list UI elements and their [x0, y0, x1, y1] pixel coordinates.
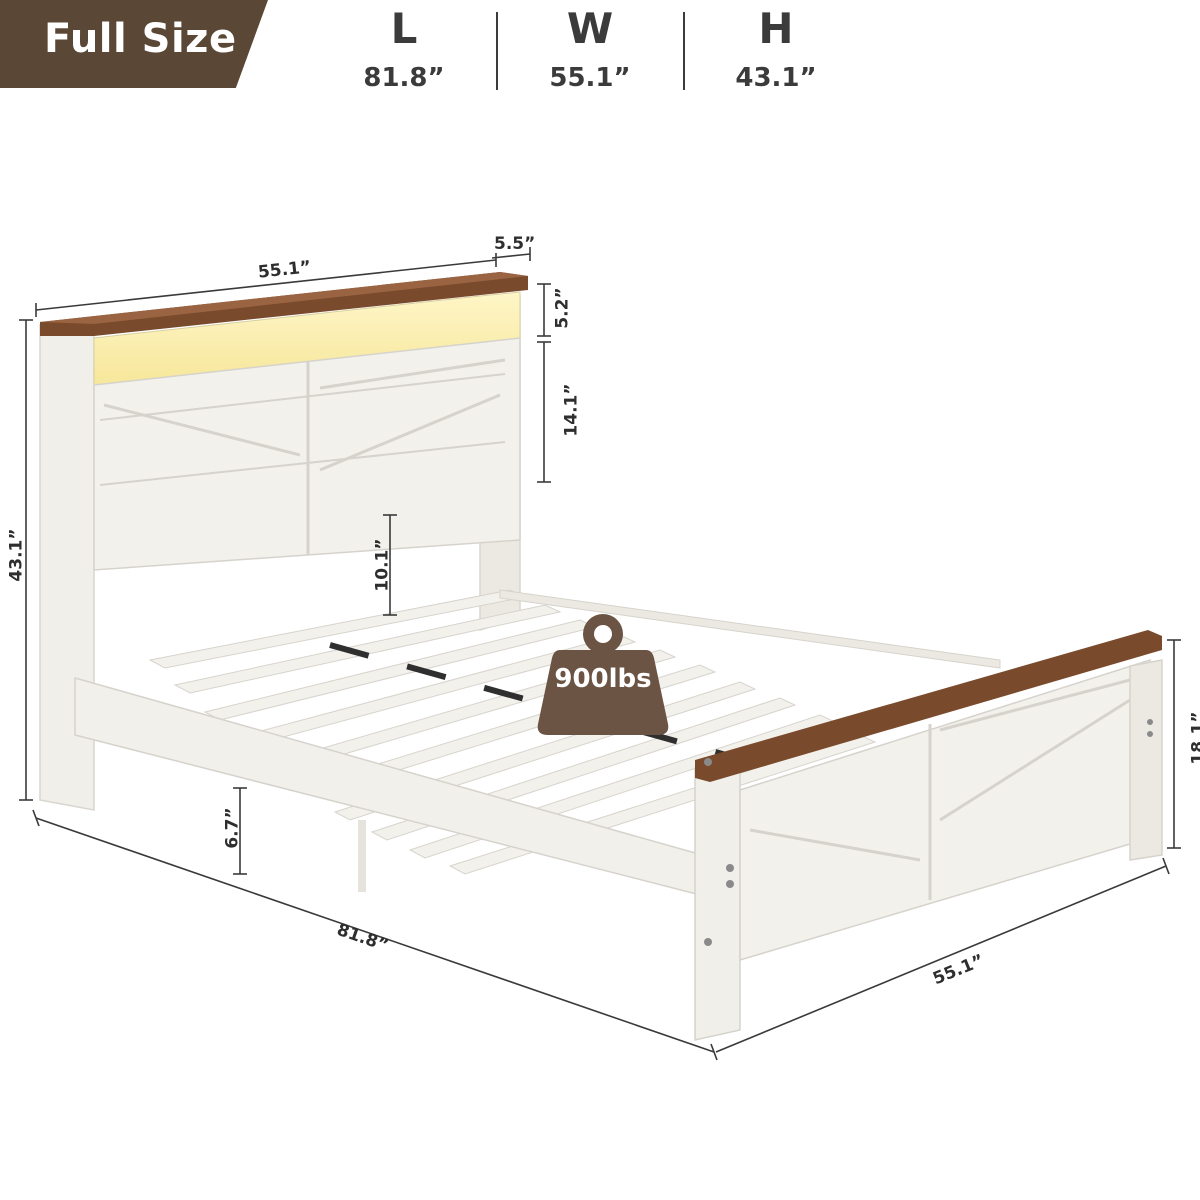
- dim-underbed-gap: 10.1”: [372, 538, 393, 592]
- weight-capacity-label: 900lbs: [554, 664, 652, 694]
- bolt-icon: [704, 758, 712, 766]
- dim-shelf-depth: 5.5”: [494, 234, 536, 254]
- headboard-rail: [99, 441, 506, 486]
- headboard-wood-top-face: [40, 272, 528, 324]
- dim-shelf-height: 5.2”: [552, 287, 573, 329]
- bolt-icon: [704, 938, 712, 946]
- spec-width-letter: W: [566, 4, 614, 53]
- spec-length-value: 81.8”: [363, 63, 445, 93]
- bolt-icon: [1147, 719, 1153, 725]
- spec-width-value: 55.1”: [549, 63, 631, 93]
- support-leg: [358, 820, 366, 892]
- led-shelf-light: [93, 291, 521, 386]
- footboard-x-brace: [749, 828, 921, 862]
- headboard-x-brace: [319, 393, 501, 472]
- spec-height-value: 43.1”: [735, 63, 817, 93]
- bolt-icon: [1147, 731, 1153, 737]
- spec-height: H 43.1”: [686, 0, 866, 93]
- footboard-left-post: [694, 761, 741, 1041]
- dim-panel-height: 14.1”: [561, 383, 582, 437]
- dim-total-height: 43.1”: [6, 528, 27, 582]
- headboard-x-brace: [319, 358, 506, 390]
- far-side-rail: [499, 589, 1001, 669]
- spec-divider: [496, 12, 498, 90]
- spec-height-letter: H: [758, 4, 794, 53]
- footboard-x-brace: [939, 698, 1131, 822]
- dim-footboard-height: 18.1”: [1188, 711, 1200, 765]
- spec-width: W 55.1”: [500, 0, 680, 93]
- headboard-rail: [99, 373, 506, 421]
- dimension-lines: [19, 247, 1181, 1061]
- size-badge-label: Full Size: [44, 16, 237, 62]
- bolt-icon: [726, 880, 734, 888]
- dim-floor-clearance: 6.7”: [222, 807, 243, 849]
- size-badge: Full Size: [0, 0, 268, 88]
- weight-icon: [537, 614, 669, 735]
- spec-divider: [683, 12, 685, 90]
- bolt-icon: [726, 864, 734, 872]
- footboard-right-post: [1129, 659, 1163, 861]
- footboard-x-brace: [939, 678, 1131, 732]
- headboard-x-brace: [103, 403, 301, 457]
- footboard-wood-top: [695, 630, 1162, 782]
- footboard: [694, 630, 1163, 1041]
- spec-length: L 81.8”: [314, 0, 494, 93]
- spec-length-letter: L: [390, 4, 418, 53]
